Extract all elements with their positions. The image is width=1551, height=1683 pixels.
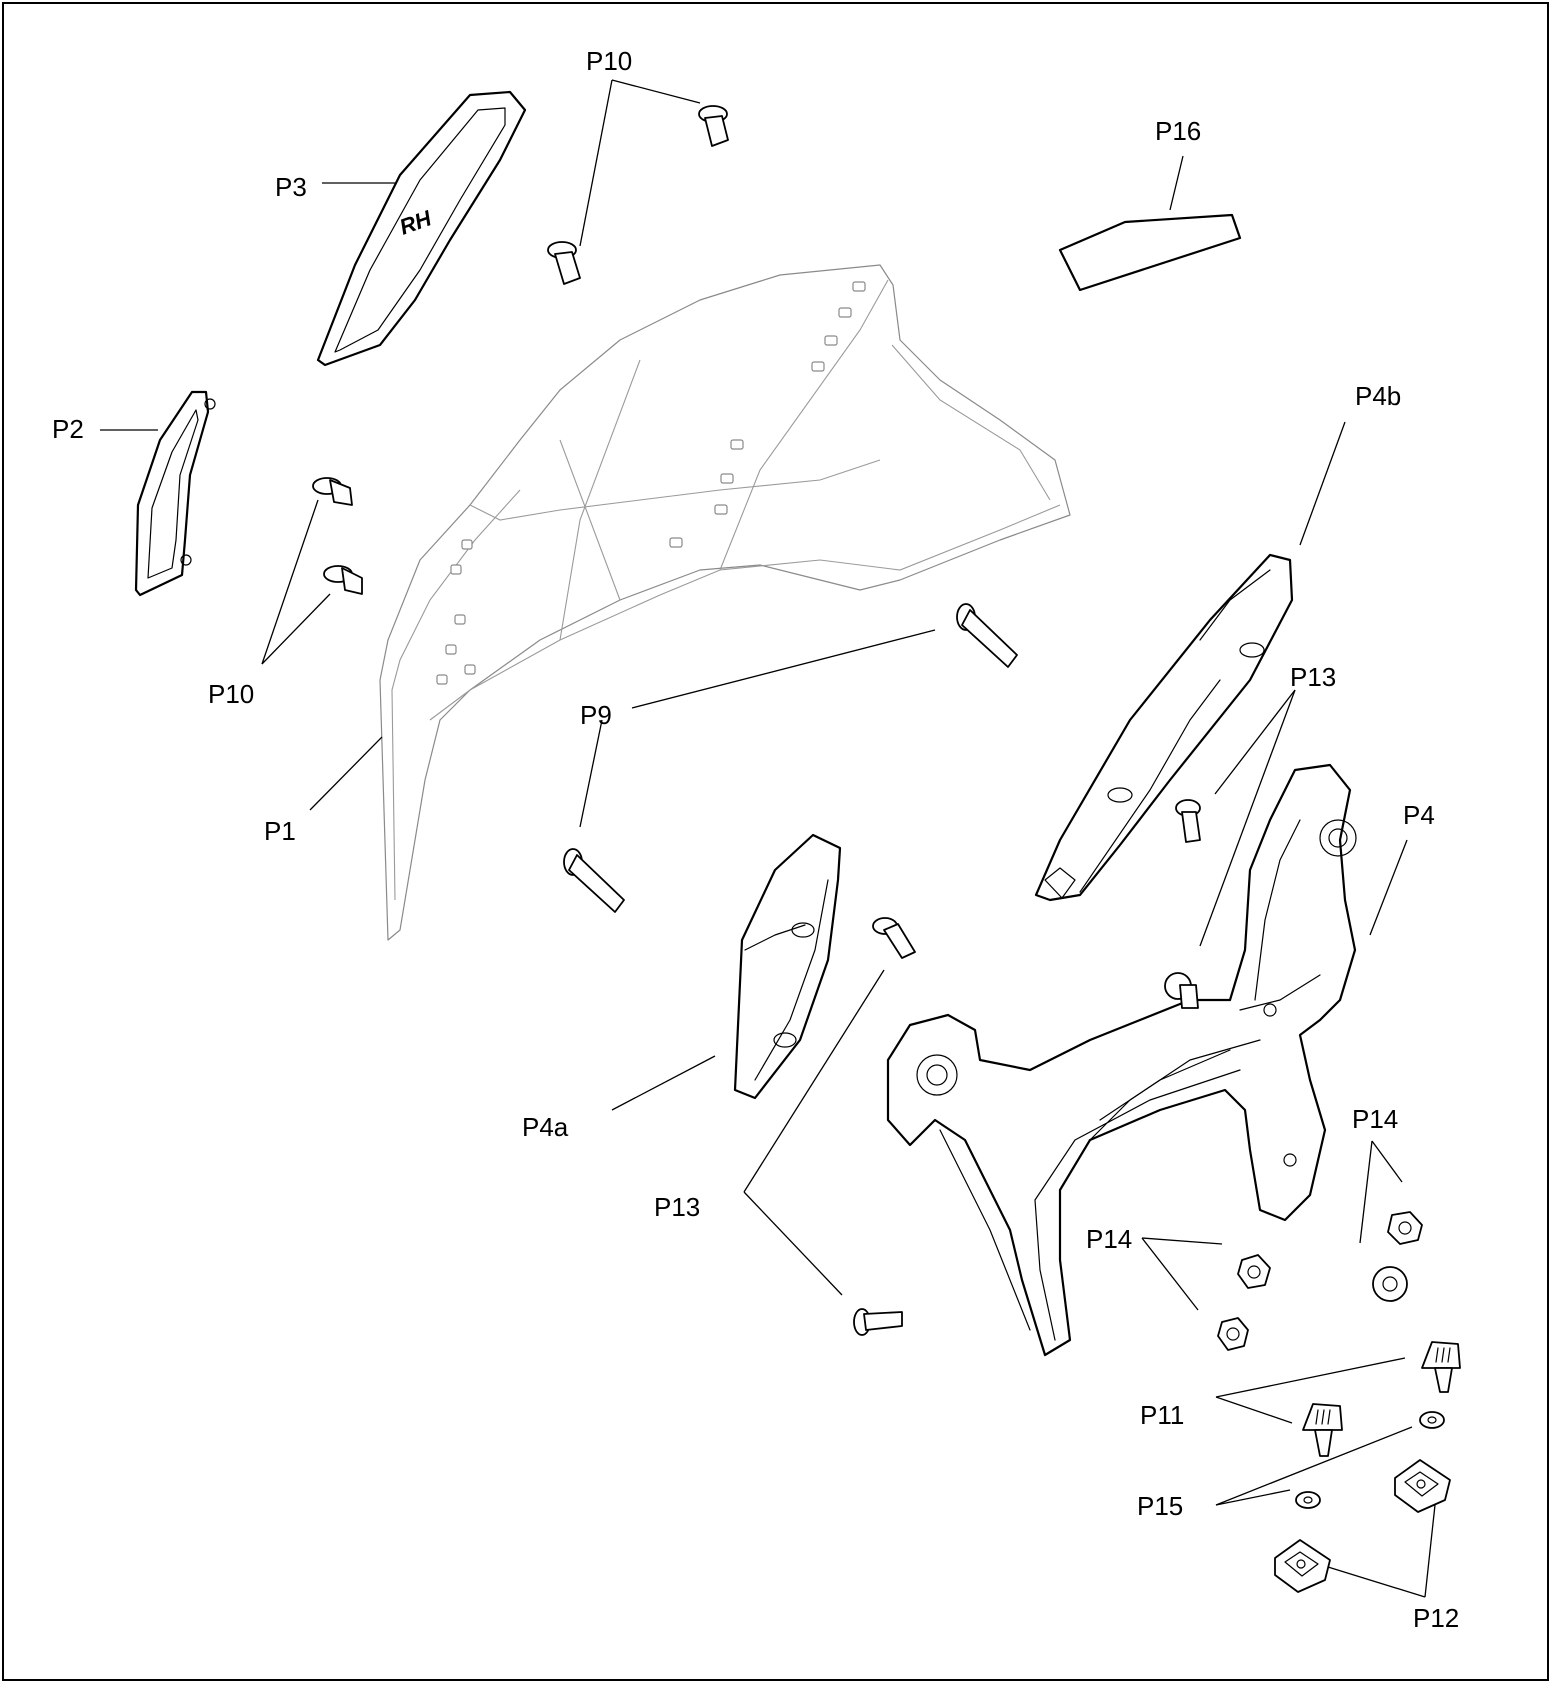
label-p16: P16: [1155, 116, 1201, 146]
windshield-p1: [379, 264, 1071, 941]
clip-nut-p12-a: [1394, 1459, 1451, 1513]
trim-p2: [134, 390, 216, 597]
label-p10-left: P10: [208, 679, 254, 709]
label-p14-right: P14: [1352, 1104, 1398, 1134]
label-p11: P11: [1140, 1400, 1184, 1430]
pin-p13-d: [853, 1308, 903, 1336]
label-p13-right: P13: [1290, 662, 1336, 692]
washer-p15-a: [1419, 1411, 1445, 1429]
pin-p9-b: [563, 848, 625, 913]
label-p15: P15: [1137, 1491, 1183, 1521]
trim-p3: RH: [316, 90, 527, 367]
nut-p14-a: [1387, 1211, 1423, 1245]
label-p13-bottom: P13: [654, 1192, 700, 1222]
label-p4b: P4b: [1355, 381, 1401, 411]
rivet-p10-b: [547, 241, 581, 285]
callout-labels: P10 P16 P3 P2 P4b P10 P13 P9 P4 P1 P4a P…: [52, 46, 1459, 1633]
label-p12: P12: [1413, 1603, 1459, 1633]
label-p1: P1: [264, 816, 296, 846]
washer-p15-b: [1295, 1491, 1321, 1509]
pin-p9-a: [956, 603, 1018, 668]
nut-p14-d: [1217, 1317, 1249, 1351]
bracket-p4: [886, 763, 1357, 1357]
pin-p13-c: [1164, 972, 1199, 1009]
label-p2: P2: [52, 414, 84, 444]
decal-p16: [1058, 213, 1242, 292]
pin-p13-b: [872, 917, 916, 959]
panel-p4a: [733, 833, 842, 1100]
nut-p14-c: [1237, 1254, 1271, 1289]
clip-nut-p12-b: [1274, 1539, 1331, 1593]
label-p4a: P4a: [522, 1112, 569, 1142]
label-p3: P3: [275, 172, 307, 202]
pin-p13-a: [1175, 799, 1201, 843]
label-p9: P9: [580, 700, 612, 730]
rivet-p10-a: [698, 105, 729, 147]
panel-p4b: [1034, 553, 1294, 902]
label-p4: P4: [1403, 800, 1435, 830]
leader-lines: [100, 79, 1436, 1598]
fastener-p11-b: [1302, 1403, 1343, 1457]
rivet-p10-c: [312, 477, 353, 506]
label-p10-top: P10: [586, 46, 632, 76]
nut-p14-b: [1372, 1266, 1408, 1302]
rivet-p10-d: [323, 565, 363, 595]
label-p14-left: P14: [1086, 1224, 1132, 1254]
fastener-p11-a: [1421, 1341, 1461, 1393]
